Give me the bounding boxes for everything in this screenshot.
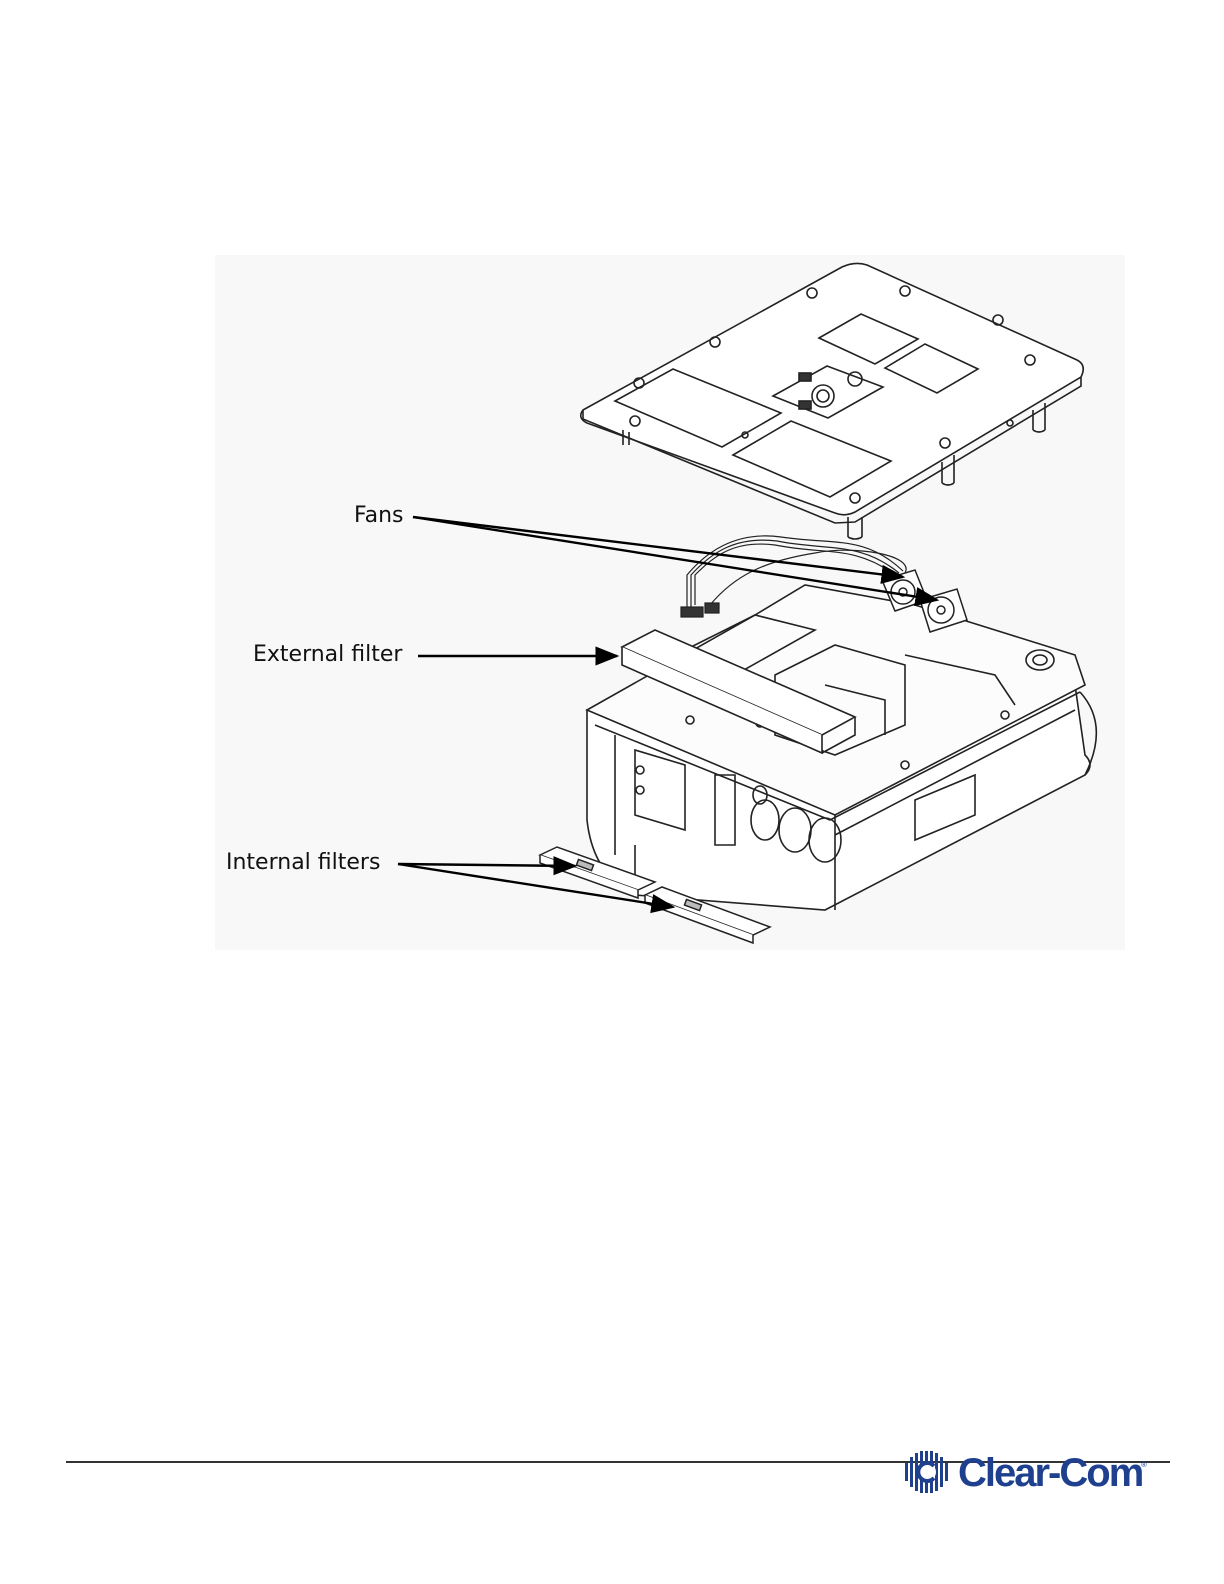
exploded-view-illustration: Fans External filter Internal filters bbox=[215, 255, 1125, 950]
registered-mark: ® bbox=[1141, 1460, 1147, 1469]
brand-logo: Clear-Com ® bbox=[903, 1447, 1153, 1507]
callout-external-filter: External filter bbox=[253, 644, 402, 666]
callout-fans: Fans bbox=[354, 505, 404, 527]
device-line-drawing bbox=[215, 255, 1125, 950]
top-plate bbox=[581, 263, 1084, 539]
callout-internal-filters: Internal filters bbox=[226, 852, 380, 874]
brand-wordmark: Clear-Com bbox=[958, 1451, 1142, 1496]
clear-com-logo-mark bbox=[903, 1447, 955, 1497]
